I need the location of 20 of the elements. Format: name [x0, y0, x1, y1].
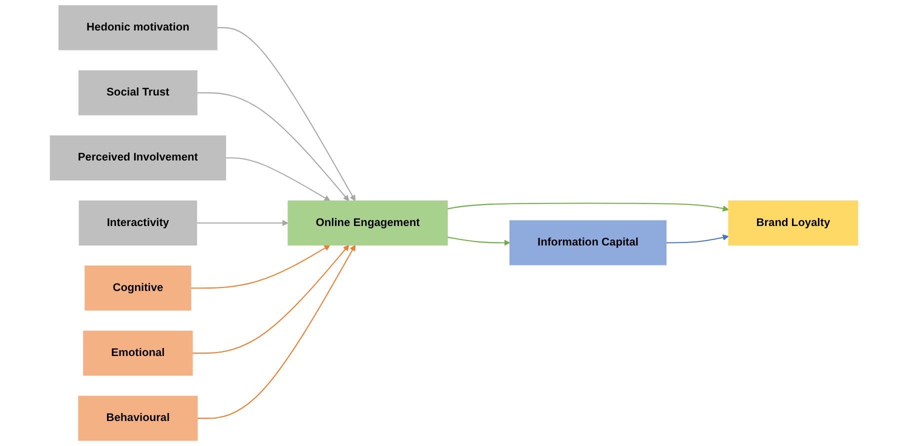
arrow [666, 234, 729, 244]
node-box: Brand Loyalty [728, 200, 858, 246]
arrow [192, 244, 350, 354]
node-box: Social Trust [78, 70, 198, 116]
node-box: Perceived Involvement [50, 135, 226, 180]
node-box: Information Capital [509, 220, 667, 266]
node-box: Interactivity [78, 200, 198, 246]
arrow [197, 244, 356, 419]
arrow [217, 27, 356, 202]
arrow [226, 157, 330, 202]
arrow [196, 220, 288, 226]
arrow [447, 236, 510, 246]
node-box: Hedonic motivation [58, 5, 218, 50]
arrow [197, 92, 350, 202]
node-box: Cognitive [84, 266, 192, 311]
arrow [447, 202, 729, 212]
node-box: Behavioural [78, 396, 198, 441]
node-box: Online Engagement [288, 200, 448, 246]
arrow [190, 244, 330, 289]
node-box: Emotional [83, 330, 193, 376]
